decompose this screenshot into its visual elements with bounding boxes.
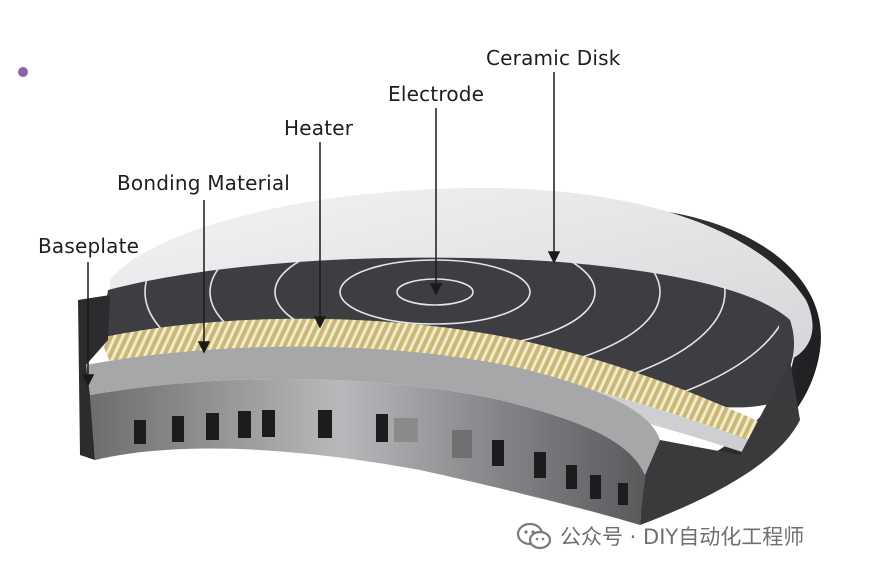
watermark: 公众号 · DIY自动化工程师 bbox=[516, 518, 804, 554]
label-electrode: Electrode bbox=[388, 82, 485, 106]
baseplate-cut-face bbox=[78, 295, 110, 460]
bullet-point-icon bbox=[18, 67, 28, 77]
leader-arrows bbox=[81, 72, 561, 387]
arrow-ceramic-disk bbox=[547, 251, 561, 264]
label-baseplate: Baseplate bbox=[38, 234, 140, 258]
label-heater: Heater bbox=[284, 116, 354, 140]
baseplate-bevel bbox=[86, 346, 660, 475]
label-bonding-material: Bonding Material bbox=[117, 171, 291, 195]
right-cut-face bbox=[640, 360, 800, 525]
wechat-icon bbox=[516, 522, 552, 550]
arrow-baseplate bbox=[81, 374, 95, 387]
arrow-electrode bbox=[429, 283, 443, 296]
baseplate-side-wall bbox=[90, 379, 645, 525]
watermark-text: 公众号 · DIY自动化工程师 bbox=[560, 525, 805, 549]
cooling-channel-slots bbox=[134, 410, 628, 505]
arrow-bonding-material bbox=[197, 341, 211, 354]
arrow-heater bbox=[313, 316, 327, 329]
label-ceramic-disk: Ceramic Disk bbox=[486, 46, 621, 70]
